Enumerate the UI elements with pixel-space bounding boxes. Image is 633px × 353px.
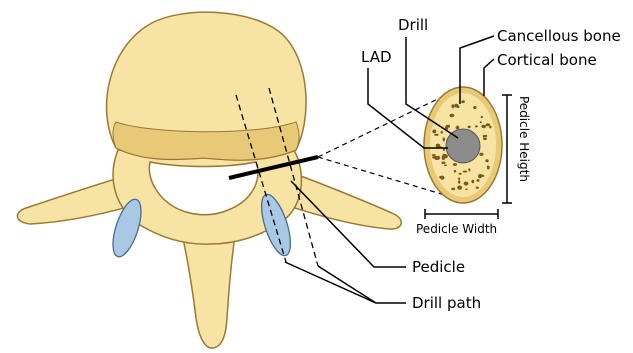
cancellous-pore bbox=[444, 154, 448, 158]
cancellous-pore bbox=[481, 116, 483, 119]
drill-path-leader bbox=[285, 262, 406, 303]
cancellous-pore bbox=[465, 189, 468, 191]
cancellous-pore bbox=[451, 188, 455, 191]
cancellous-pore bbox=[432, 154, 436, 156]
pedicle-width-bracket bbox=[425, 209, 498, 219]
cancellous-pore bbox=[457, 105, 460, 108]
cancellous-pore bbox=[461, 100, 465, 103]
cancellous-pore bbox=[459, 173, 462, 175]
cancellous-pore bbox=[441, 131, 443, 134]
cancellous-pore bbox=[468, 168, 470, 171]
cancellous-pore bbox=[440, 176, 444, 180]
drill-label: Drill bbox=[398, 16, 428, 34]
lad-label: LAD bbox=[361, 48, 392, 66]
pedicle-width-label: Pedicle Width bbox=[416, 222, 497, 236]
cancellous-pore bbox=[480, 121, 482, 123]
cortical-leader bbox=[484, 59, 494, 96]
cancellous-pore bbox=[489, 126, 491, 129]
cancellous-pore bbox=[457, 186, 462, 190]
cancellous-pore bbox=[485, 159, 488, 162]
cancellous-pore bbox=[441, 162, 445, 164]
drill-path-label: Drill path bbox=[412, 294, 481, 312]
cancellous-pore bbox=[453, 163, 457, 166]
cancellous-pore bbox=[484, 135, 487, 137]
cancellous-pore bbox=[444, 164, 447, 166]
pedicle-label: Pedicle bbox=[412, 258, 465, 276]
cancellous-pore bbox=[471, 180, 474, 184]
cancellous-pore bbox=[449, 114, 454, 117]
cancellous-pore bbox=[476, 179, 479, 182]
cortical-bone-label: Cortical bone bbox=[497, 51, 597, 69]
drill-path-leader-2 bbox=[318, 266, 376, 303]
cancellous-pore bbox=[435, 158, 438, 160]
cancellous-pore bbox=[456, 126, 459, 129]
cancellous-pore bbox=[468, 126, 471, 129]
pedicle-height-label: Pedicle Heigth bbox=[517, 96, 531, 182]
cancellous-pore bbox=[475, 125, 478, 127]
cancellous-pore bbox=[476, 187, 479, 189]
cancellous-pore bbox=[478, 174, 482, 178]
cancellous-pore bbox=[448, 125, 450, 127]
cancellous-pore bbox=[483, 138, 487, 141]
cancellous-pore bbox=[443, 137, 445, 141]
cancellous-pore bbox=[434, 134, 439, 136]
pedicle-height-bracket bbox=[502, 95, 512, 203]
cancellous-pore bbox=[487, 166, 489, 168]
cancellous-bone-label: Cancellous bone bbox=[497, 27, 621, 45]
cancellous-pore bbox=[479, 153, 483, 156]
cancellous-pore bbox=[464, 182, 469, 186]
cancellous-pore bbox=[432, 130, 436, 134]
cancellous-pore bbox=[452, 104, 455, 108]
cancellous-pore bbox=[473, 106, 477, 109]
cancellous-pore bbox=[458, 180, 460, 183]
cancellous-pore bbox=[463, 171, 468, 173]
cancellous-pore bbox=[458, 177, 460, 180]
cancellous-pore bbox=[436, 144, 441, 148]
vertebra bbox=[17, 12, 401, 348]
cancellous-pore bbox=[486, 123, 490, 126]
cancellous-pore bbox=[454, 170, 457, 173]
cancellous-pore bbox=[481, 125, 486, 128]
pedicle-cross-section bbox=[424, 87, 502, 203]
